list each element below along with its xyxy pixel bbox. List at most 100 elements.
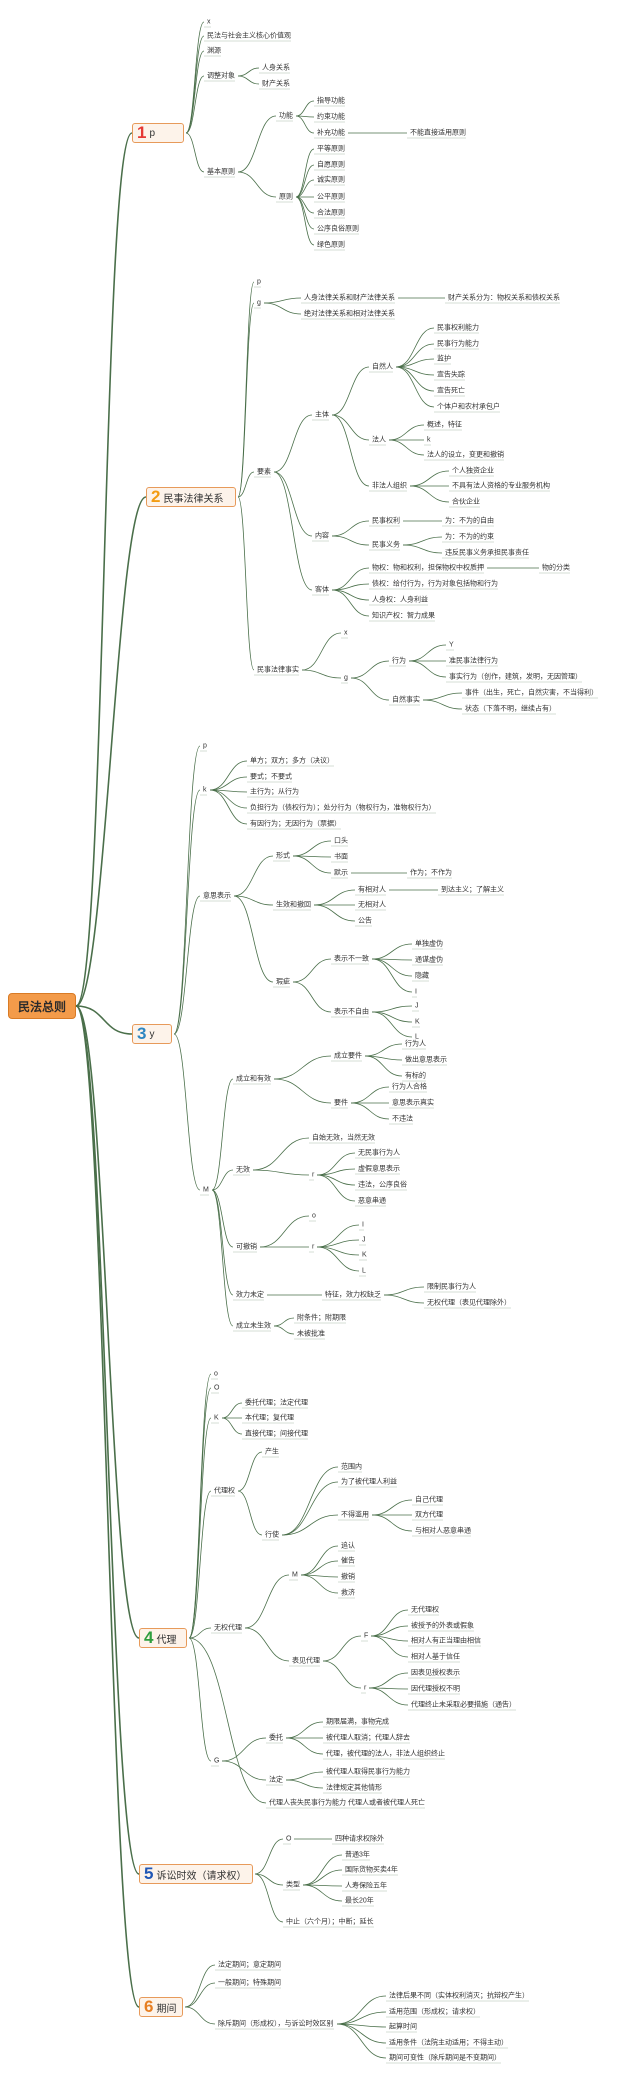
- mind-map-node[interactable]: 民事法律事实: [257, 666, 299, 674]
- mind-map-node[interactable]: 状态（下落不明，继续占有）: [465, 705, 556, 713]
- mind-map-node[interactable]: 生效和撤回: [276, 901, 311, 909]
- mind-map-node[interactable]: 被代理人取消；代理人辞去: [326, 1734, 410, 1742]
- mind-map-node[interactable]: 范围内: [341, 1463, 362, 1471]
- mind-map-node[interactable]: M: [292, 1571, 298, 1579]
- mind-map-node[interactable]: k: [203, 786, 207, 794]
- mind-map-node[interactable]: 单独虚伪: [415, 940, 443, 948]
- mind-map-node[interactable]: 默示: [334, 869, 348, 877]
- mind-map-node[interactable]: x: [207, 18, 211, 26]
- mind-map-node[interactable]: 内容: [315, 532, 329, 540]
- mind-map-node[interactable]: 事件（出生，死亡，自然灾害，不当得利）: [465, 689, 598, 697]
- mind-map-node[interactable]: 起算时间: [389, 2023, 417, 2031]
- mind-map-node[interactable]: 表见代理: [292, 1657, 320, 1665]
- mind-map-node[interactable]: 最长20年: [345, 1897, 374, 1905]
- mind-map-node[interactable]: 自然人: [372, 363, 393, 371]
- mind-map-node[interactable]: 要式；不要式: [250, 773, 292, 781]
- mind-map-node[interactable]: 为：不为的约束: [445, 533, 494, 541]
- mind-map-node[interactable]: 法律规定其他情形: [326, 1784, 382, 1792]
- mind-map-node[interactable]: 有标的: [405, 1072, 426, 1080]
- mind-map-node[interactable]: 民事义务: [372, 541, 400, 549]
- mind-map-node[interactable]: 除斥期间（形成权），与诉讼时效区别: [218, 2020, 334, 2028]
- mind-map-node[interactable]: 表示不自由: [334, 1008, 369, 1016]
- mind-map-node[interactable]: 本代理；复代理: [245, 1414, 294, 1422]
- mind-map-node[interactable]: 补充功能: [317, 129, 345, 137]
- mind-map-node[interactable]: 人寿保险五年: [345, 1882, 387, 1890]
- mind-map-node[interactable]: 无权代理: [214, 1624, 242, 1632]
- mind-map-node[interactable]: 行为: [392, 657, 406, 665]
- mind-map-node[interactable]: 意思表示: [203, 892, 231, 900]
- mind-map-node[interactable]: p: [203, 742, 207, 750]
- mind-map-node[interactable]: 代理终止未采取必要措施（通告）: [411, 1701, 516, 1709]
- mind-map-node[interactable]: 做出意思表示: [405, 1056, 447, 1064]
- mind-map-node[interactable]: 宣告死亡: [437, 387, 465, 395]
- mind-map-node[interactable]: 代理权: [214, 1487, 235, 1495]
- mind-map-node[interactable]: 人身权：人身利益: [372, 596, 428, 604]
- mind-map-node[interactable]: J: [362, 1236, 366, 1244]
- mind-map-node[interactable]: 法律后果不同（实体权利消灭；抗辩权产生）: [389, 1992, 529, 2000]
- mind-map-node[interactable]: 特征，效力权缺乏: [325, 1291, 381, 1299]
- mind-map-node[interactable]: 未被批准: [297, 1330, 325, 1338]
- mind-map-node[interactable]: 成立和有效: [236, 1075, 271, 1083]
- mind-map-node[interactable]: 催告: [341, 1557, 355, 1565]
- mind-map-node[interactable]: r: [312, 1171, 315, 1179]
- mind-map-node[interactable]: 相对人有正当理由相信: [411, 1637, 481, 1645]
- mind-map-node[interactable]: 行为人合格: [392, 1083, 427, 1091]
- mind-map-node[interactable]: 民事权利能力: [437, 324, 479, 332]
- mind-map-node[interactable]: I: [415, 988, 417, 996]
- mind-map-node[interactable]: 因表见授权表示: [411, 1669, 460, 1677]
- mind-map-node[interactable]: 物权：物和权利，担保物权中权质押: [372, 564, 484, 572]
- mind-map-node[interactable]: 公平原则: [317, 193, 345, 201]
- mind-map-node[interactable]: 要件: [334, 1099, 348, 1107]
- mind-map-node[interactable]: 直接代理；间接代理: [245, 1430, 308, 1438]
- mind-map-node[interactable]: 调整对象: [207, 72, 235, 80]
- mind-map-node[interactable]: 期限届满，事物完成: [326, 1718, 389, 1726]
- mind-map-node[interactable]: 约束功能: [317, 113, 345, 121]
- mind-map-node[interactable]: 非法人组织: [372, 482, 407, 490]
- mind-map-node[interactable]: 人身关系: [262, 64, 290, 72]
- mind-map-node[interactable]: 诚实原则: [317, 176, 345, 184]
- mind-map-node[interactable]: L: [362, 1267, 366, 1275]
- mind-map-node[interactable]: 主体: [315, 411, 329, 419]
- mind-map-node[interactable]: 代理人丧失民事行为能力 代理人或者被代理人死亡: [269, 1799, 425, 1807]
- mind-map-node[interactable]: 法定期间；意定期间: [218, 1961, 281, 1969]
- mind-map-node[interactable]: 四种请求权除外: [335, 1835, 384, 1843]
- mind-map-node[interactable]: 事实行为（创作，建筑，发明，无因管理）: [449, 673, 582, 681]
- mind-map-node[interactable]: L: [415, 1033, 419, 1041]
- mind-map-node[interactable]: 自然事实: [392, 696, 420, 704]
- mind-map-node[interactable]: o: [214, 1370, 218, 1378]
- mind-map-node[interactable]: 委托: [269, 1734, 283, 1742]
- mind-map-node[interactable]: 个体户和农村承包户: [437, 403, 500, 411]
- mind-map-node[interactable]: 财产关系: [262, 80, 290, 88]
- mind-map-node[interactable]: o: [312, 1212, 316, 1220]
- mind-map-node[interactable]: 产生: [265, 1448, 279, 1456]
- mind-map-node[interactable]: 无代理权: [411, 1606, 439, 1614]
- mind-map-node[interactable]: 基本原则: [207, 168, 235, 176]
- mind-map-node[interactable]: 意思表示真实: [392, 1099, 434, 1107]
- mind-map-node[interactable]: 虚假意思表示: [358, 1165, 400, 1173]
- mind-map-node[interactable]: 个人独资企业: [452, 467, 494, 475]
- mind-map-node[interactable]: 因代理授权不明: [411, 1685, 460, 1693]
- mind-map-node[interactable]: 概述，特征: [427, 421, 462, 429]
- mind-map-node[interactable]: 功能: [279, 112, 293, 120]
- mind-map-node[interactable]: 有因行为；无因行为（票据）: [250, 820, 341, 828]
- mind-map-node[interactable]: 到达主义；了解主义: [441, 886, 504, 894]
- mind-map-node[interactable]: 绝对法律关系和相对法律关系: [304, 310, 395, 318]
- mind-map-node[interactable]: g: [344, 674, 348, 682]
- mind-map-node[interactable]: 合法原则: [317, 209, 345, 217]
- mind-map-node[interactable]: F: [364, 1632, 369, 1640]
- mind-map-node[interactable]: 一般期间；特殊期间: [218, 1979, 281, 1987]
- mind-map-node[interactable]: 民法与社会主义核心价值观: [207, 32, 291, 40]
- mind-map-node[interactable]: 有相对人: [358, 886, 386, 894]
- mind-map-node[interactable]: 合伙企业: [452, 498, 480, 506]
- mind-map-node[interactable]: 追认: [341, 1542, 355, 1550]
- mind-map-node[interactable]: 书面: [334, 853, 348, 861]
- mind-map-node[interactable]: Y: [449, 641, 454, 649]
- mind-map-node[interactable]: K: [362, 1251, 367, 1259]
- mind-map-node[interactable]: 监护: [437, 355, 451, 363]
- mind-map-node[interactable]: 知识产权：智力成果: [372, 612, 435, 620]
- mind-map-node[interactable]: J: [415, 1002, 419, 1010]
- mind-map-node[interactable]: 委托代理；法定代理: [245, 1399, 308, 1407]
